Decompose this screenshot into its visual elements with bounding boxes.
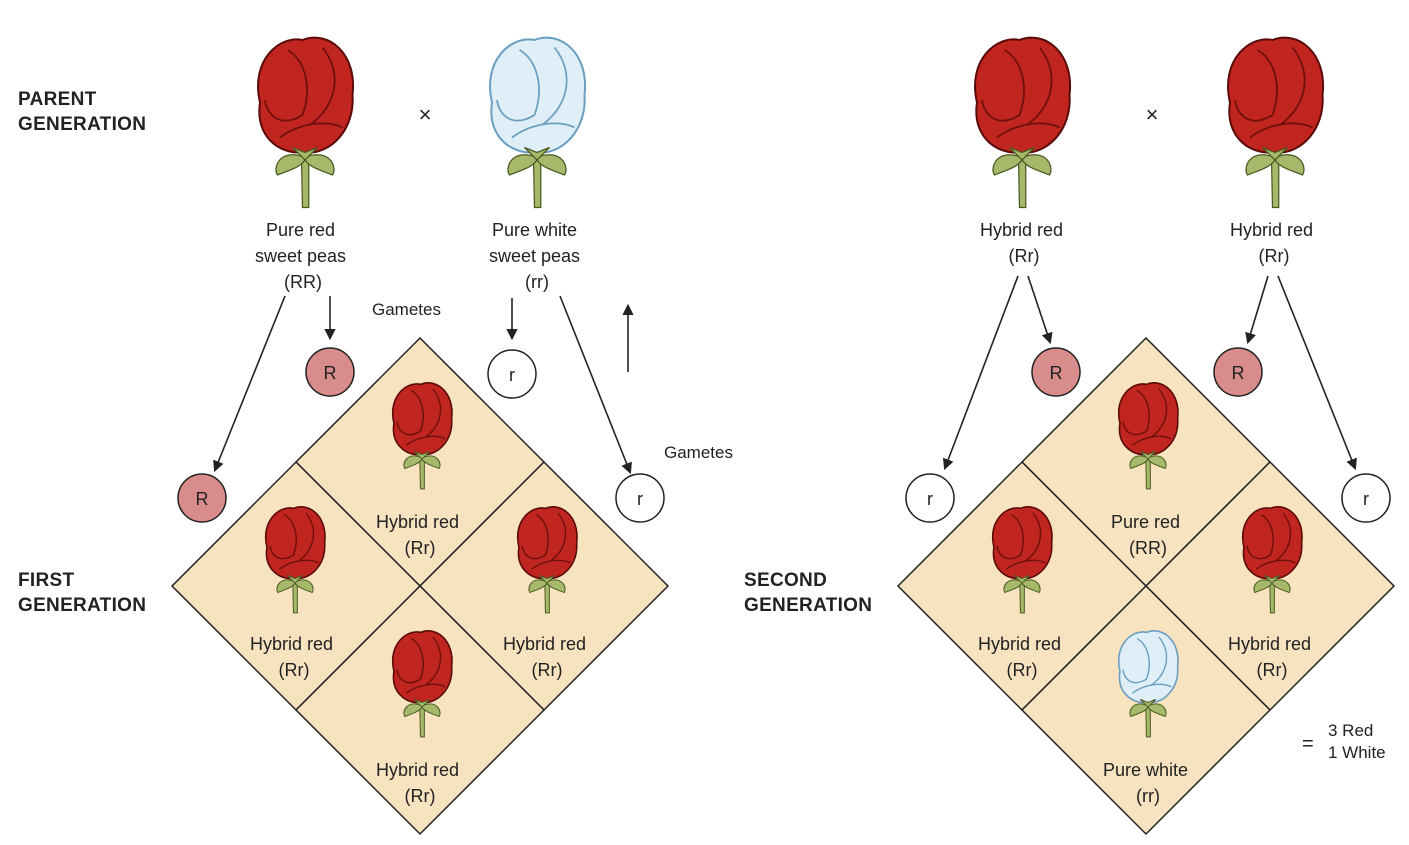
parent1-caption: Hybrid red (Rr) — [980, 220, 1068, 266]
rose-flower-icon — [1228, 38, 1323, 208]
rose-flower-icon — [975, 38, 1070, 208]
gamete-right-allele: r — [1363, 489, 1369, 509]
gametes-label-top: Gametes — [372, 300, 441, 319]
parent2-caption: Hybrid red (Rr) — [1230, 220, 1318, 266]
parent1-flower-red — [975, 38, 1070, 208]
gamete-top-right-allele: r — [509, 365, 515, 385]
second-generation-label: SECOND GENERATION — [744, 570, 872, 616]
arrow-parent1-to-left-gamete — [215, 296, 285, 470]
first-cross-panel: PARENT GENERATION × Pure red sweet peas … — [18, 38, 733, 834]
gamete-top-right-allele: R — [1232, 363, 1245, 383]
second-cross-panel: × Hybrid red (Rr) Hybrid red (Rr) R R — [744, 38, 1394, 834]
parent1-flower-red — [258, 38, 353, 208]
rose-flower-icon — [490, 38, 585, 208]
parent1-caption: Pure red sweet peas (RR) — [255, 220, 351, 292]
gamete-circle-icon: R — [1032, 348, 1080, 396]
parent2-flower-red — [1228, 38, 1323, 208]
gamete-circle-icon: R — [178, 474, 226, 522]
parent2-caption: Pure white sweet peas (rr) — [489, 220, 585, 292]
cross-symbol: × — [1146, 102, 1159, 127]
result-equals: = — [1302, 733, 1314, 755]
gamete-left-allele: R — [196, 489, 209, 509]
parent-generation-label: PARENT GENERATION — [18, 89, 146, 135]
arrow-parent1-to-left-gamete — [945, 276, 1018, 468]
arrow-parent2-to-right-gamete — [1278, 276, 1355, 468]
gamete-circle-icon: R — [1214, 348, 1262, 396]
cross-symbol: × — [419, 102, 432, 127]
arrow-parent2-to-right-gamete — [560, 296, 630, 472]
gamete-circle-icon: R — [306, 348, 354, 396]
gamete-right-allele: r — [637, 489, 643, 509]
gamete-circle-icon: r — [616, 474, 664, 522]
first-generation-label: FIRST GENERATION — [18, 570, 146, 616]
gamete-circle-icon: r — [488, 350, 536, 398]
result-ratio: 3 Red 1 White — [1328, 721, 1386, 762]
parent2-flower-white — [490, 38, 585, 208]
gamete-circle-icon: r — [906, 474, 954, 522]
arrow-parent1-to-top-gamete — [1028, 276, 1050, 342]
gamete-top-left-allele: R — [1050, 363, 1063, 383]
gamete-left-allele: r — [927, 489, 933, 509]
gametes-label-right: Gametes — [664, 443, 733, 462]
gamete-top-left-allele: R — [324, 363, 337, 383]
gamete-circle-icon: r — [1342, 474, 1390, 522]
arrow-parent2-to-top-gamete — [1248, 276, 1268, 342]
rose-flower-icon — [258, 38, 353, 208]
